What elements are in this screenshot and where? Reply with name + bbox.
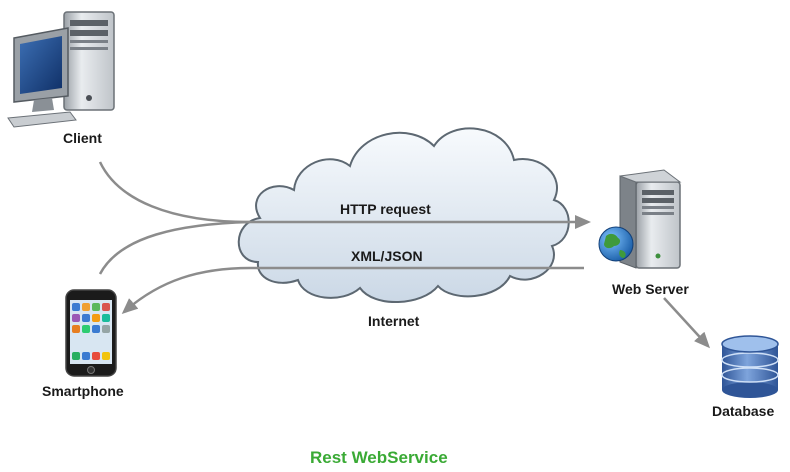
http-request-label: HTTP request (340, 201, 431, 217)
client-connector-line (98, 161, 251, 224)
cloud-icon (237, 127, 570, 303)
desktop-computer-icon (7, 11, 115, 128)
smartphone-label: Smartphone (42, 383, 124, 399)
client-label: Client (63, 130, 102, 146)
diagram-caption: Rest WebService (310, 448, 448, 467)
database-label: Database (712, 403, 775, 419)
smartphone-icon (65, 289, 117, 377)
smartphone-connector-line (98, 220, 251, 275)
database-icon (721, 335, 779, 398)
web-server-label: Web Server (612, 281, 689, 297)
xml-json-label: XML/JSON (351, 248, 423, 264)
globe-icon (598, 226, 634, 262)
server-database-arrow (663, 297, 711, 349)
internet-label: Internet (368, 313, 420, 329)
xml-json-arrow (121, 266, 584, 314)
